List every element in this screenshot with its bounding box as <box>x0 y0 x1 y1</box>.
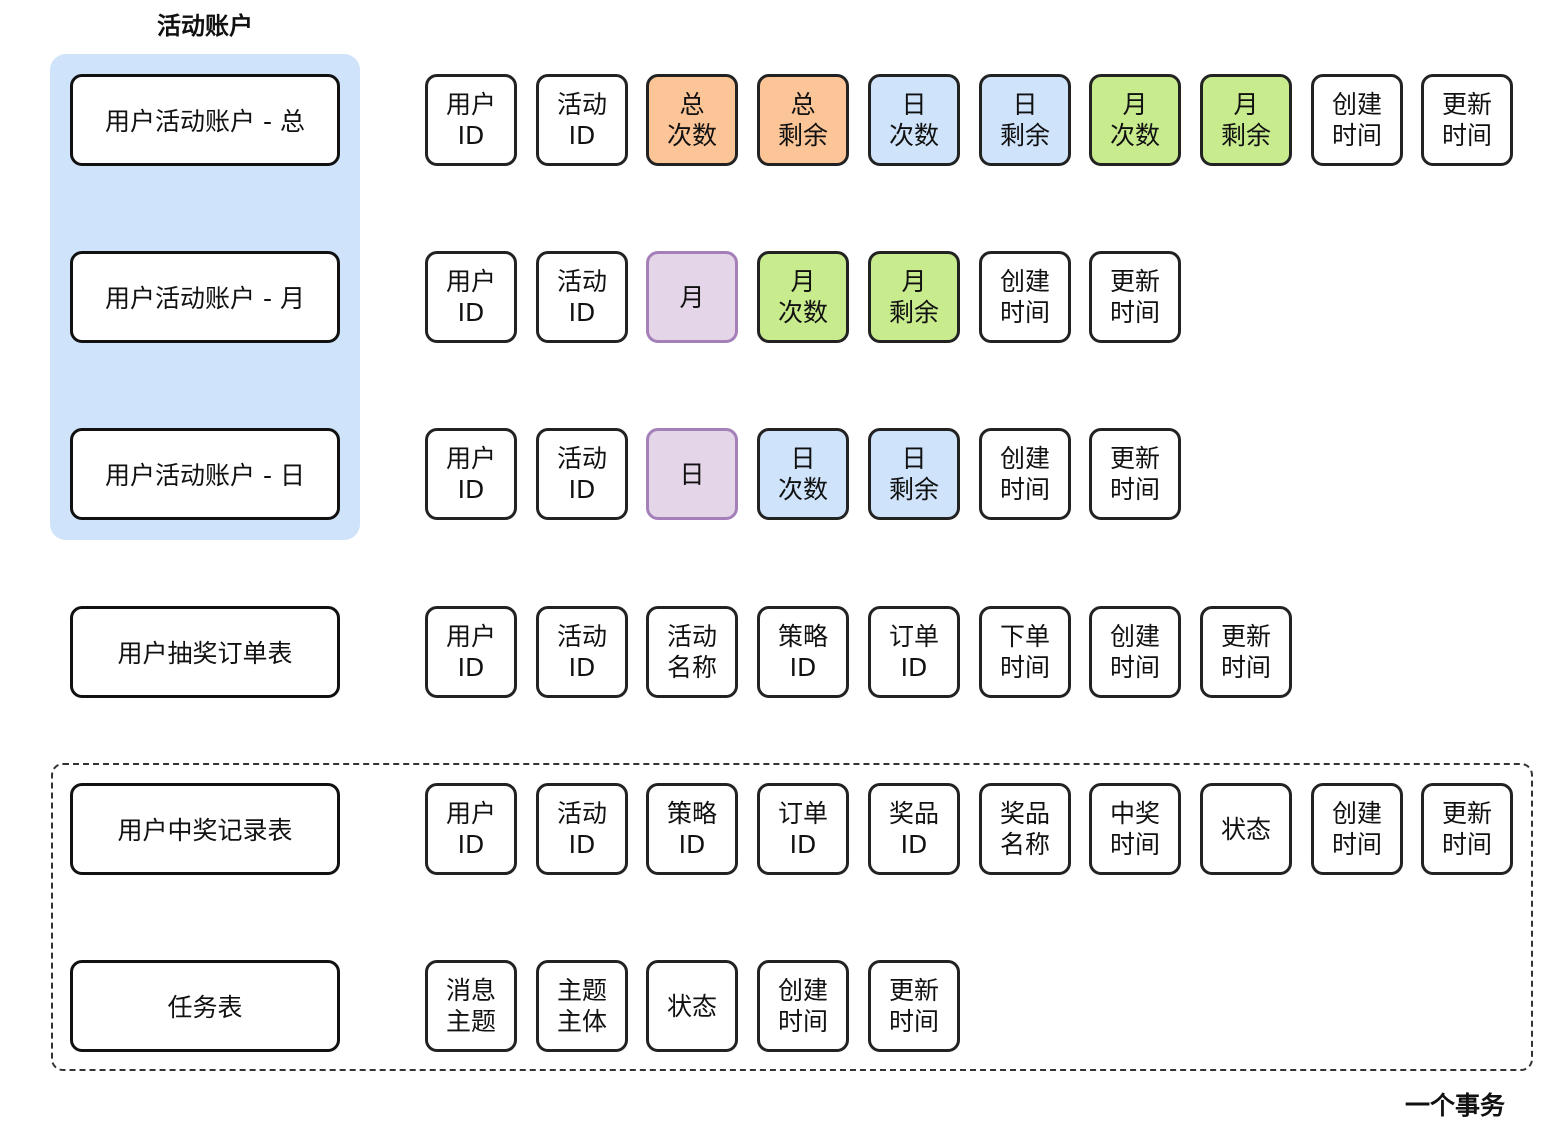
field-box: 创建 时间 <box>1311 783 1403 875</box>
field-box: 用户 ID <box>425 606 517 698</box>
table-name-box: 任务表 <box>70 960 340 1052</box>
field-box: 活动 ID <box>536 74 628 166</box>
field-box: 创建 时间 <box>979 251 1071 343</box>
field-box: 创建 时间 <box>757 960 849 1052</box>
field-box: 更新 时间 <box>868 960 960 1052</box>
table-name-box: 用户中奖记录表 <box>70 783 340 875</box>
field-box: 总 次数 <box>646 74 738 166</box>
field-box: 订单 ID <box>868 606 960 698</box>
field-box: 日 次数 <box>757 428 849 520</box>
field-box: 消息 主题 <box>425 960 517 1052</box>
field-box: 活动 ID <box>536 428 628 520</box>
field-box: 主题 主体 <box>536 960 628 1052</box>
field-box: 更新 时间 <box>1200 606 1292 698</box>
field-box: 奖品 ID <box>868 783 960 875</box>
field-box: 日 剩余 <box>868 428 960 520</box>
field-box: 更新 时间 <box>1089 251 1181 343</box>
field-box: 月 剩余 <box>1200 74 1292 166</box>
field-box: 用户 ID <box>425 251 517 343</box>
field-box: 用户 ID <box>425 74 517 166</box>
field-box: 更新 时间 <box>1421 74 1513 166</box>
field-box: 日 剩余 <box>979 74 1071 166</box>
field-box: 中奖 时间 <box>1089 783 1181 875</box>
field-box: 月 剩余 <box>868 251 960 343</box>
field-box: 状态 <box>646 960 738 1052</box>
field-box: 用户 ID <box>425 428 517 520</box>
field-box: 奖品 名称 <box>979 783 1071 875</box>
field-box: 策略 ID <box>646 783 738 875</box>
group-title: 活动账户 <box>157 12 253 40</box>
field-box: 下单 时间 <box>979 606 1071 698</box>
field-box: 状态 <box>1200 783 1292 875</box>
field-box: 创建 时间 <box>1311 74 1403 166</box>
field-box: 更新 时间 <box>1089 428 1181 520</box>
transaction-label: 一个事务 <box>1404 1091 1505 1120</box>
field-box: 月 次数 <box>757 251 849 343</box>
field-box: 策略 ID <box>757 606 849 698</box>
field-box: 月 次数 <box>1089 74 1181 166</box>
table-name-box: 用户活动账户 - 日 <box>70 428 340 520</box>
transaction-boundary <box>51 763 1533 1071</box>
field-box: 订单 ID <box>757 783 849 875</box>
field-box: 创建 时间 <box>1089 606 1181 698</box>
field-box: 创建 时间 <box>979 428 1071 520</box>
field-box: 活动 ID <box>536 606 628 698</box>
table-name-box: 用户活动账户 - 总 <box>70 74 340 166</box>
table-name-box: 用户抽奖订单表 <box>70 606 340 698</box>
field-box: 日 次数 <box>868 74 960 166</box>
field-box: 活动 ID <box>536 251 628 343</box>
field-box: 活动 名称 <box>646 606 738 698</box>
field-box: 更新 时间 <box>1421 783 1513 875</box>
field-box: 月 <box>646 251 738 343</box>
table-name-box: 用户活动账户 - 月 <box>70 251 340 343</box>
field-box: 活动 ID <box>536 783 628 875</box>
field-box: 日 <box>646 428 738 520</box>
field-box: 用户 ID <box>425 783 517 875</box>
field-box: 总 剩余 <box>757 74 849 166</box>
